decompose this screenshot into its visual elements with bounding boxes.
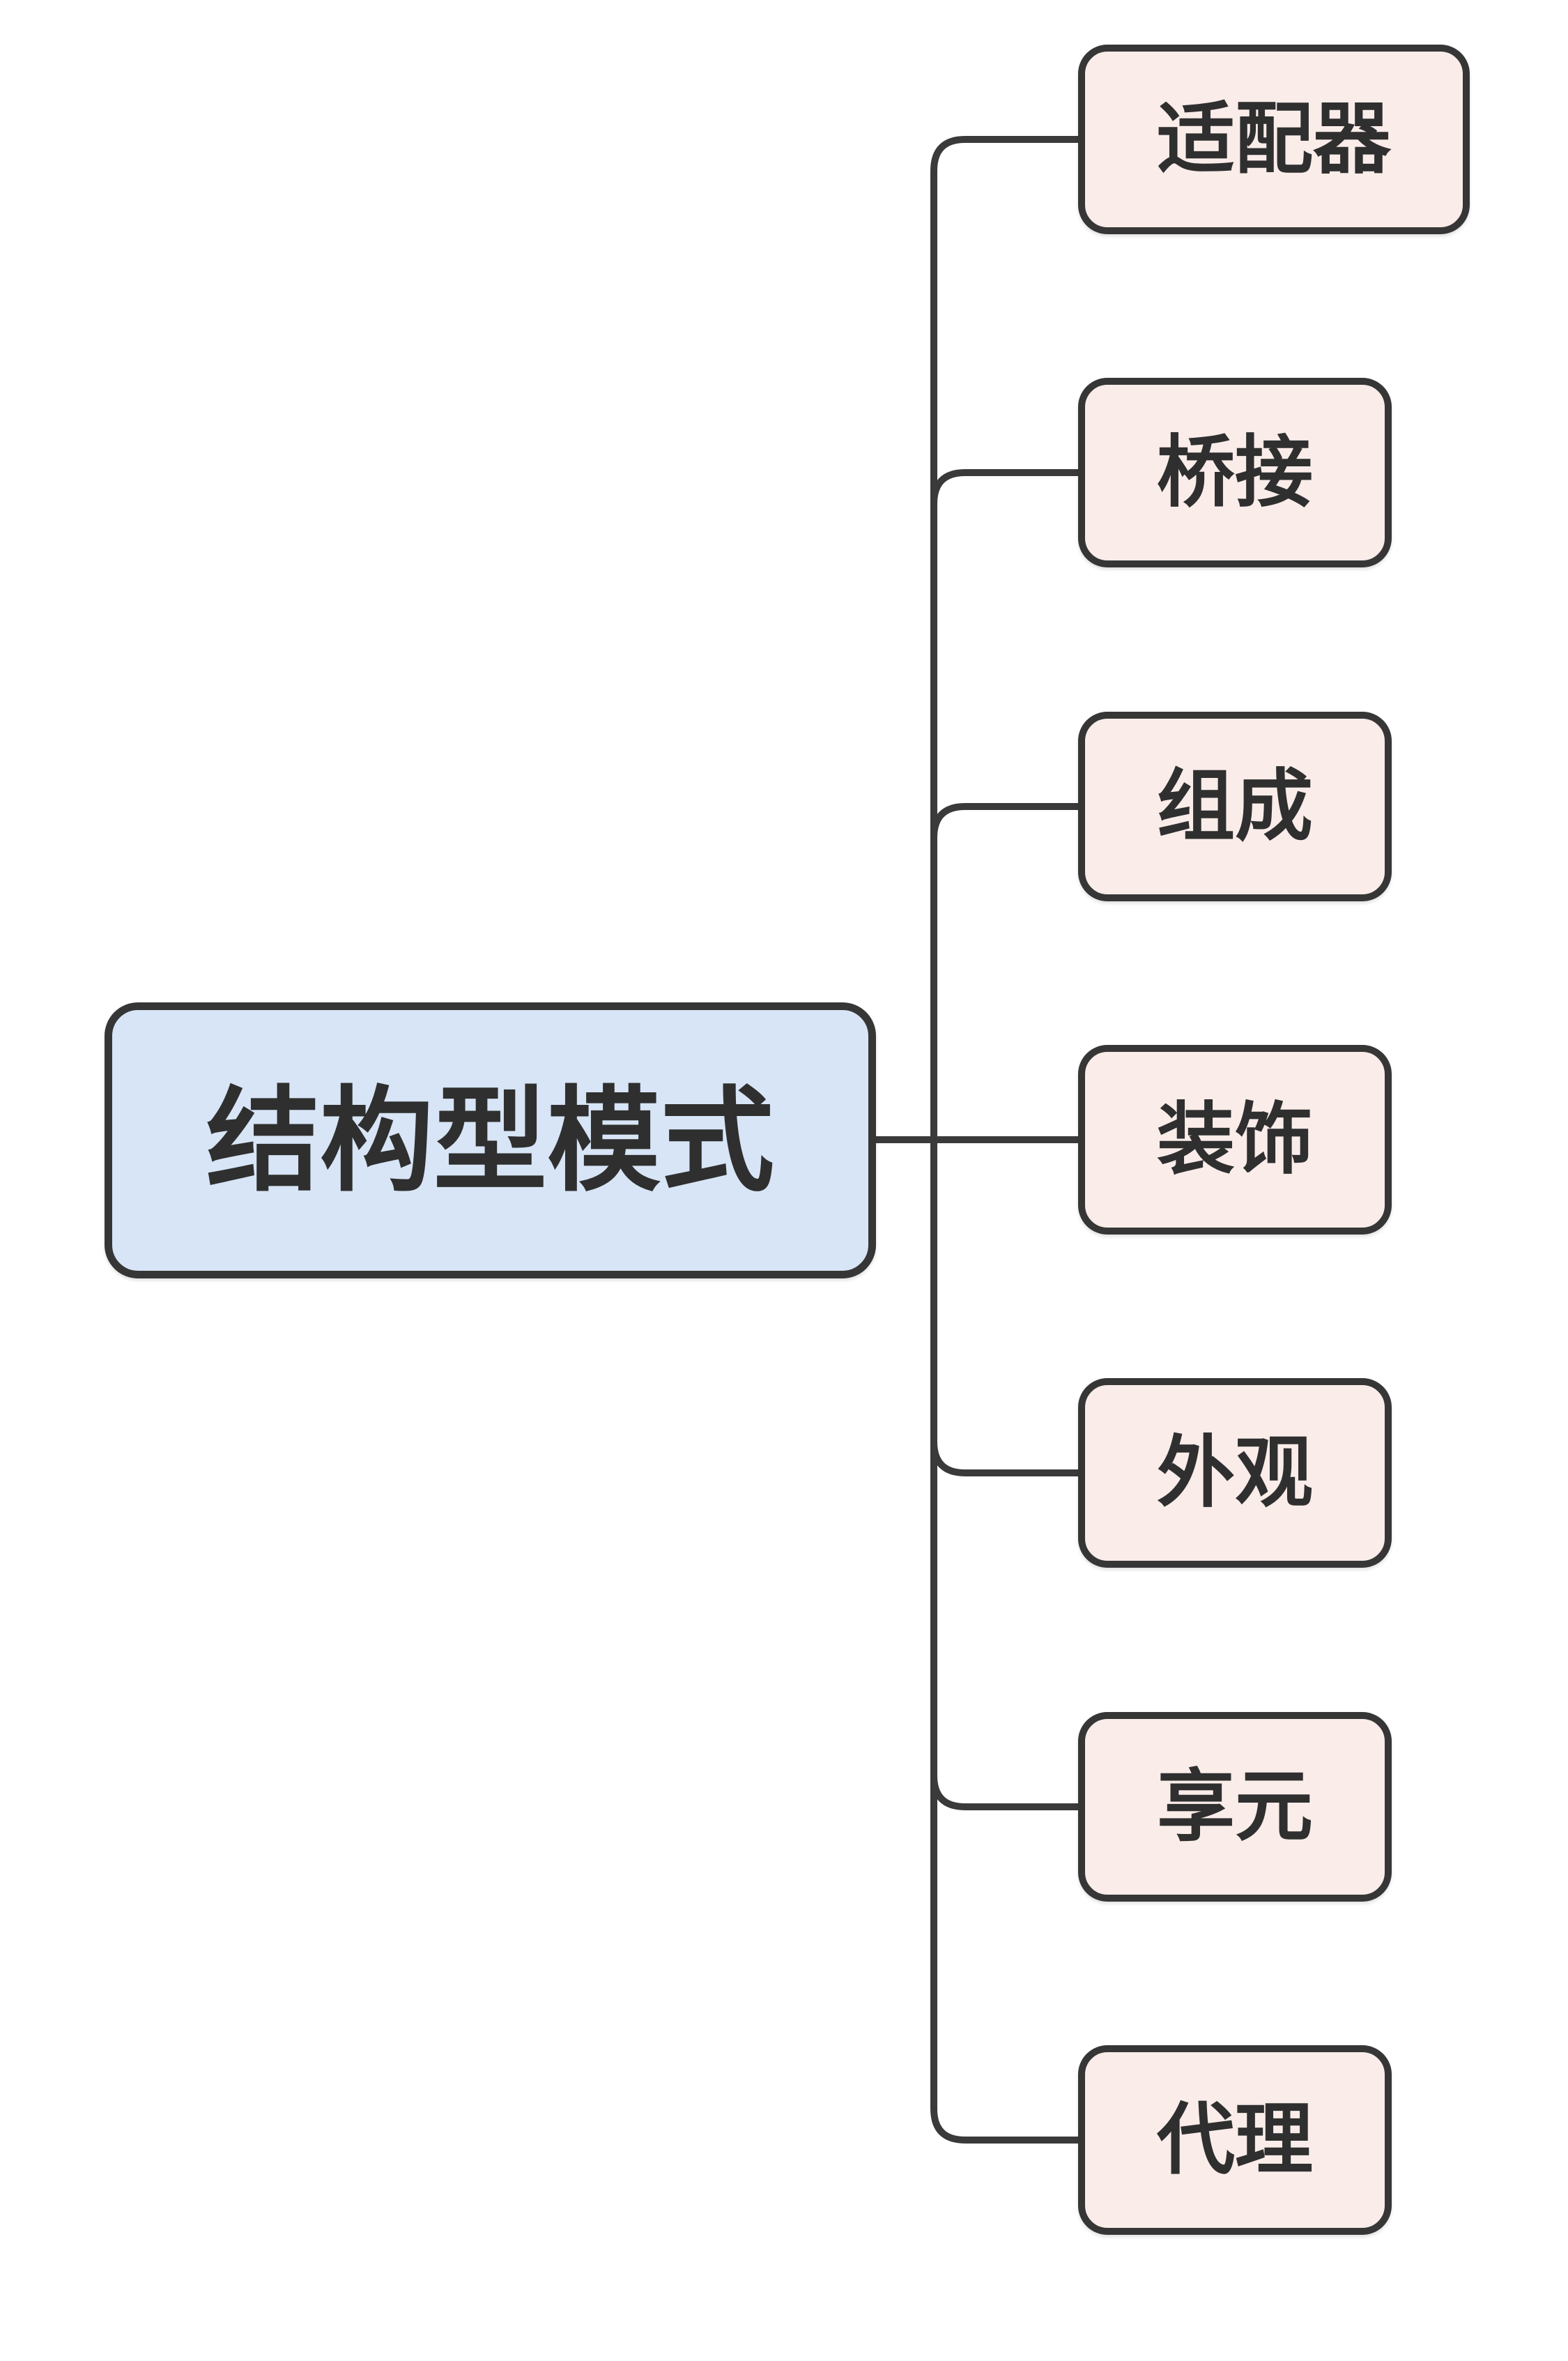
node-adapter[interactable]: 适配器 — [1078, 45, 1470, 234]
node-root-structural-patterns[interactable]: 结构型模式 — [105, 1002, 876, 1278]
connector-facade — [930, 1140, 1078, 1476]
node-proxy-label: 代理 — [1157, 2096, 1313, 2183]
node-composite-label: 组成 — [1157, 763, 1313, 850]
node-flyweight[interactable]: 享元 — [1078, 1712, 1392, 1902]
connector-proxy — [930, 1140, 1078, 2144]
node-facade[interactable]: 外观 — [1078, 1378, 1392, 1568]
node-decorator[interactable]: 装饰 — [1078, 1045, 1392, 1235]
node-bridge[interactable]: 桥接 — [1078, 378, 1392, 567]
node-decorator-label: 装饰 — [1157, 1096, 1313, 1183]
node-flyweight-label: 享元 — [1157, 1763, 1313, 1850]
node-composite[interactable]: 组成 — [1078, 712, 1392, 901]
connector-bridge — [930, 469, 1078, 1140]
node-adapter-label: 适配器 — [1157, 95, 1391, 183]
node-bridge-label: 桥接 — [1157, 429, 1313, 516]
connector-adapter — [930, 136, 1078, 1140]
node-root-label: 结构型模式 — [206, 1076, 774, 1205]
connector-composite — [930, 803, 1078, 1140]
node-proxy[interactable]: 代理 — [1078, 2045, 1392, 2235]
node-facade-label: 外观 — [1157, 1429, 1313, 1516]
